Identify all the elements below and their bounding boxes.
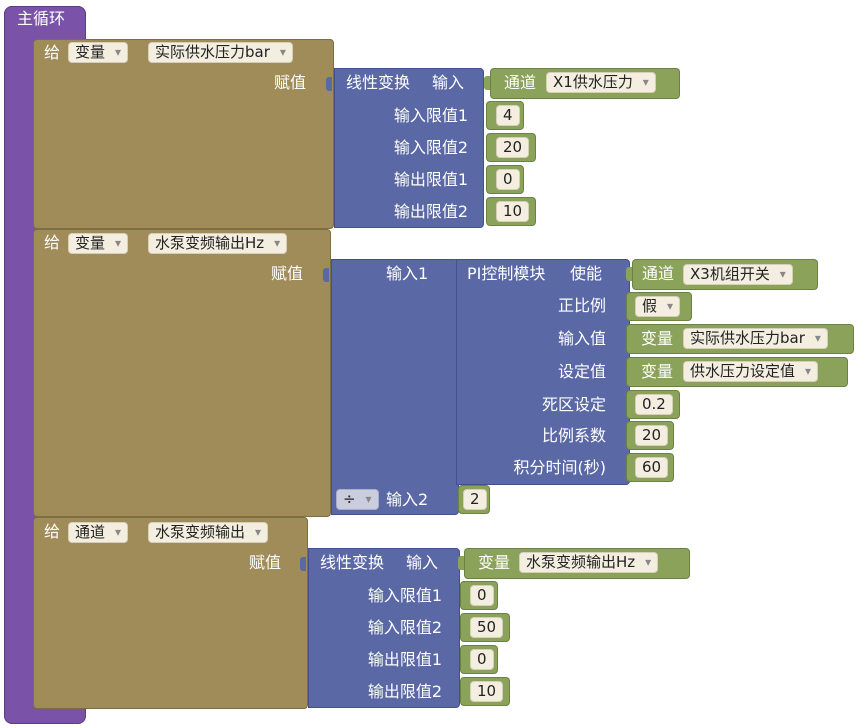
in-hi-label-3: 输入限值2 xyxy=(367,618,442,637)
out-lo-label-3: 输出限值1 xyxy=(367,650,442,669)
target-name-dropdown[interactable]: 水泵变频输出 xyxy=(148,522,269,543)
pi-title: PI控制模块 xyxy=(467,264,546,283)
var-type-dropdown-2[interactable]: 变量 xyxy=(68,233,129,254)
input-var-dropdown[interactable]: 实际供水压力bar xyxy=(683,328,828,349)
linear-transform-block-3[interactable] xyxy=(308,548,460,708)
proportional-dropdown[interactable]: 假 xyxy=(635,296,681,317)
pi-enable-label: 使能 xyxy=(570,264,603,283)
in-hi-label-1: 输入限值2 xyxy=(393,138,468,157)
var-name-dropdown-1[interactable]: 实际供水压力bar xyxy=(148,42,293,63)
input-var-type: 变量 xyxy=(641,329,674,348)
out-lo-value-1[interactable]: 0 xyxy=(496,169,520,190)
linear-title-1: 线性变换 xyxy=(346,73,411,92)
assign-label-1: 赋值 xyxy=(274,73,307,92)
in-lo-label-1: 输入限值1 xyxy=(393,106,468,125)
connector-notch xyxy=(626,267,632,281)
ti-label: 积分时间(秒) xyxy=(513,458,607,477)
variable-label-3: 变量 xyxy=(478,553,511,572)
proportional-label: 正比例 xyxy=(557,296,606,315)
setpoint-var-dropdown[interactable]: 供水压力设定值 xyxy=(683,361,819,382)
connector-notch xyxy=(300,557,306,571)
kp-label: 比例系数 xyxy=(541,426,606,445)
channel-label-1: 通道 xyxy=(504,73,537,92)
assign-label-2: 赋值 xyxy=(271,264,304,283)
target-type-dropdown[interactable]: 通道 xyxy=(68,522,129,543)
in-lo-label-3: 输入限值1 xyxy=(367,586,442,605)
linear-input-label-1: 输入 xyxy=(432,73,465,92)
connector-notch xyxy=(326,77,332,91)
out-hi-value-3[interactable]: 10 xyxy=(470,681,504,702)
in-hi-value-3[interactable]: 50 xyxy=(470,617,504,638)
assign-block-3[interactable] xyxy=(33,517,308,709)
assign-label-3: 赋值 xyxy=(249,553,282,572)
assign-block-1[interactable] xyxy=(33,39,334,229)
connector-notch xyxy=(458,556,464,570)
give-label-3: 给 xyxy=(44,522,61,541)
var-type-dropdown-1[interactable]: 变量 xyxy=(68,42,129,63)
setpoint-label: 设定值 xyxy=(557,362,606,381)
out-hi-label-1: 输出限值2 xyxy=(393,202,468,221)
linear-transform-block-1[interactable] xyxy=(334,68,484,228)
ti-value[interactable]: 60 xyxy=(635,457,669,478)
deadband-value[interactable]: 0.2 xyxy=(635,394,673,415)
main-loop-title: 主循环 xyxy=(17,9,66,28)
var-name-dropdown-2[interactable]: 水泵变频输出Hz xyxy=(148,233,288,254)
math-block[interactable] xyxy=(331,259,459,515)
setpoint-var-type: 变量 xyxy=(641,362,674,381)
kp-value[interactable]: 20 xyxy=(635,425,669,446)
out-lo-label-1: 输出限值1 xyxy=(393,170,468,189)
out-hi-value-1[interactable]: 10 xyxy=(496,201,530,222)
out-hi-label-3: 输出限值2 xyxy=(367,682,442,701)
deadband-label: 死区设定 xyxy=(541,395,606,414)
math-input2-label: 输入2 xyxy=(386,490,429,509)
variable-dropdown-3[interactable]: 水泵变频输出Hz xyxy=(519,552,659,573)
math-input2-value[interactable]: 2 xyxy=(463,489,487,510)
channel-dropdown-1[interactable]: X1供水压力 xyxy=(546,72,656,93)
enable-channel-dropdown[interactable]: X3机组开关 xyxy=(683,264,793,285)
connector-notch xyxy=(323,268,329,282)
in-hi-value-1[interactable]: 20 xyxy=(496,137,530,158)
linear-input-label-3: 输入 xyxy=(406,553,439,572)
give-label-2: 给 xyxy=(44,233,61,252)
math-input1-label: 输入1 xyxy=(386,264,429,283)
pi-control-block[interactable] xyxy=(456,259,630,485)
enable-channel-label: 通道 xyxy=(642,264,675,283)
out-lo-value-3[interactable]: 0 xyxy=(470,649,494,670)
math-operator-dropdown[interactable]: ÷ xyxy=(336,489,379,510)
input-value-label: 输入值 xyxy=(557,329,606,348)
give-label-1: 给 xyxy=(44,43,61,62)
assign-block-2[interactable] xyxy=(33,229,331,517)
in-lo-value-1[interactable]: 4 xyxy=(496,105,520,126)
in-lo-value-3[interactable]: 0 xyxy=(470,585,494,606)
linear-title-3: 线性变换 xyxy=(320,553,385,572)
connector-notch xyxy=(484,76,490,90)
main-loop-header[interactable] xyxy=(4,6,86,36)
